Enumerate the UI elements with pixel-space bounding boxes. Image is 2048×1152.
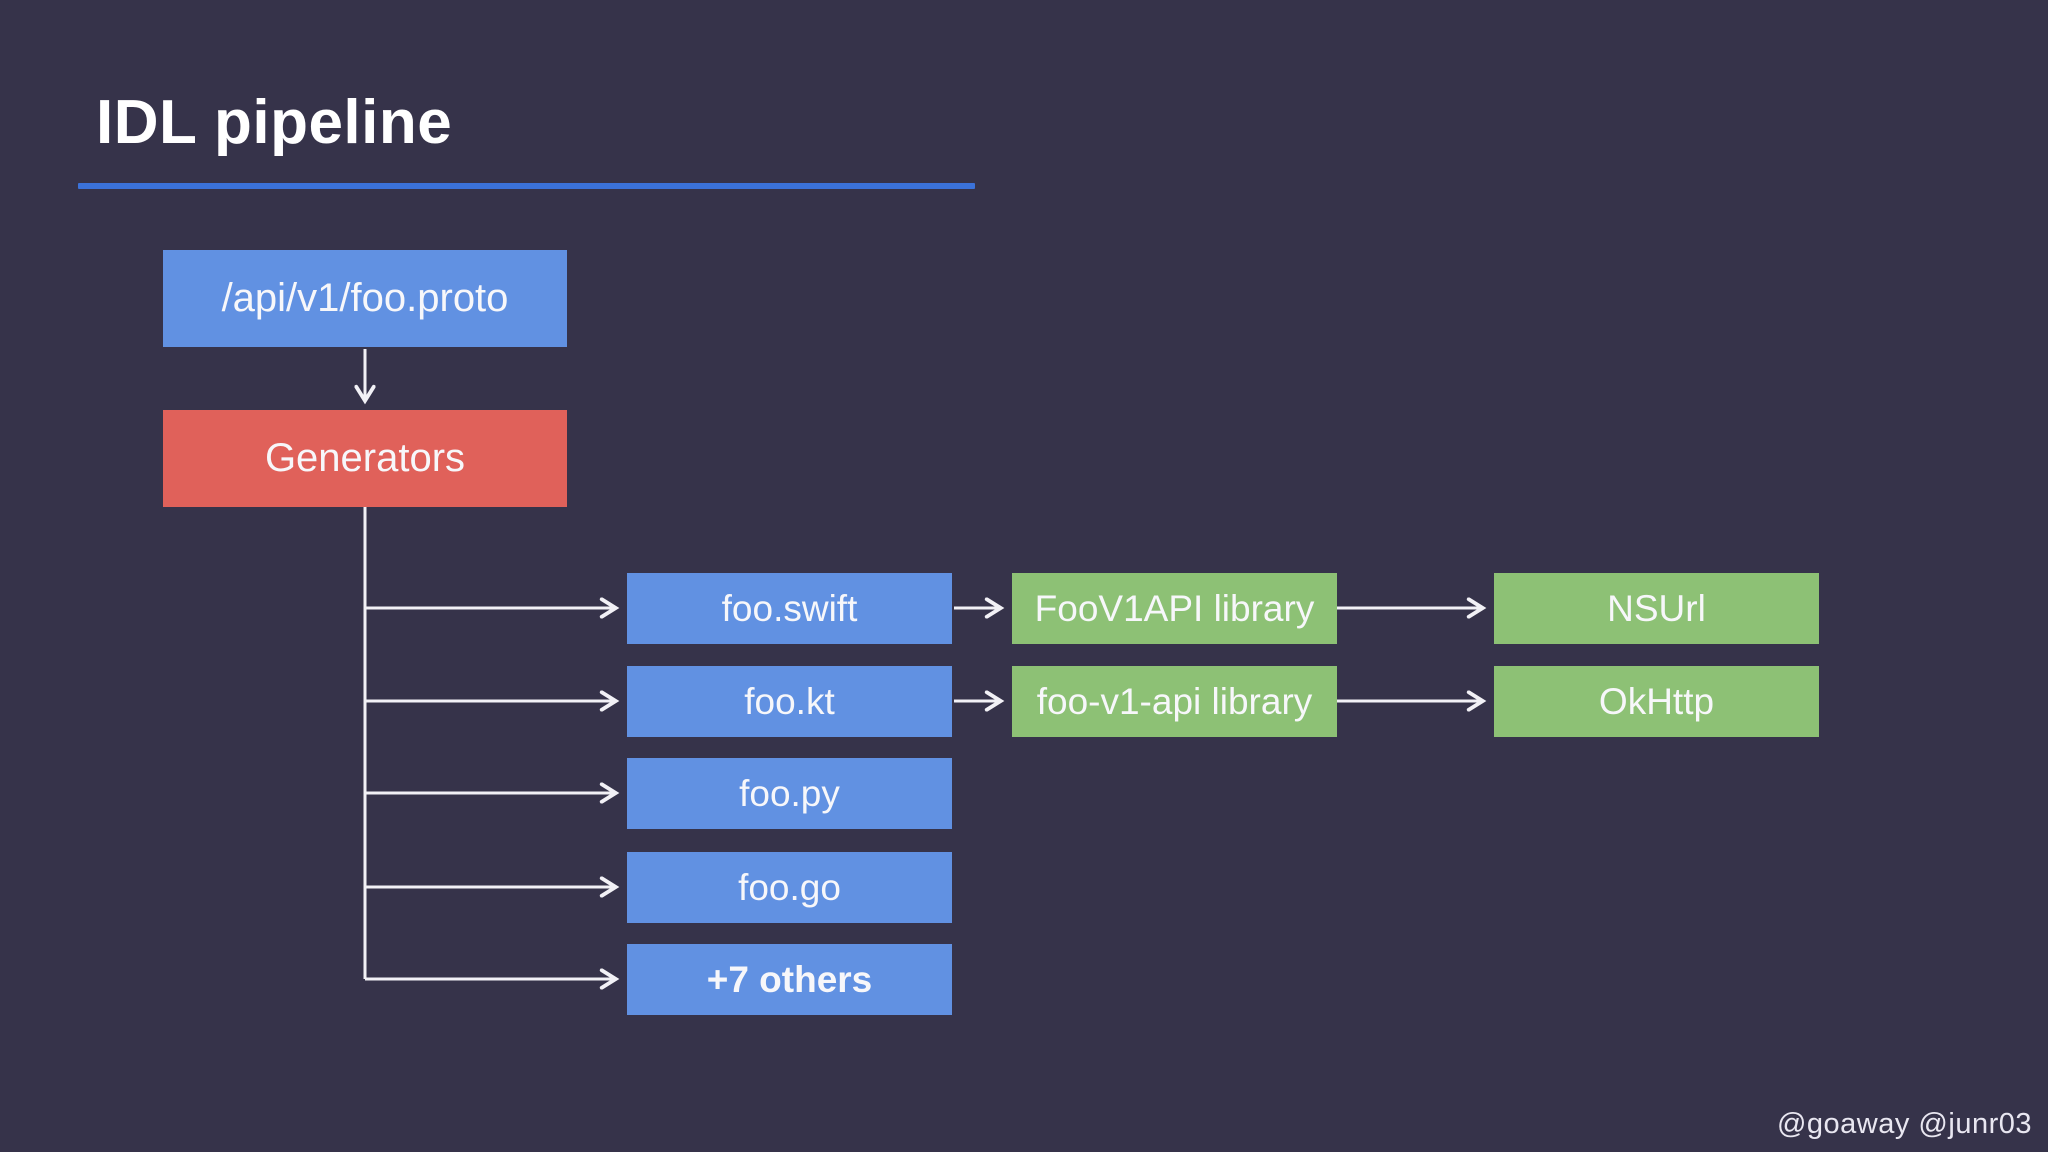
node-foov1api-library-label: FooV1API library bbox=[1034, 587, 1315, 629]
node-nsurl-label: NSUrl bbox=[1607, 587, 1706, 629]
node-foo-py-label: foo.py bbox=[739, 772, 840, 814]
author-handles: @goaway @junr03 bbox=[1776, 1108, 2032, 1140]
node-foo-swift-label: foo.swift bbox=[721, 587, 858, 629]
node-generators-label: Generators bbox=[264, 436, 466, 480]
node-generators: Generators bbox=[163, 410, 567, 507]
title-underline bbox=[78, 183, 975, 189]
node-foo-go: foo.go bbox=[627, 852, 952, 923]
node-okhttp: OkHttp bbox=[1494, 666, 1819, 737]
node-okhttp-label: OkHttp bbox=[1598, 680, 1715, 722]
node-proto-file-label: /api/v1/foo.proto bbox=[221, 276, 509, 320]
node-proto-file: /api/v1/foo.proto bbox=[163, 250, 567, 347]
node-foo-swift: foo.swift bbox=[627, 573, 952, 644]
page-title: IDL pipeline bbox=[96, 88, 453, 157]
node-nsurl: NSUrl bbox=[1494, 573, 1819, 644]
node-foo-v1-api-library: foo-v1-api library bbox=[1012, 666, 1337, 737]
node-other-outputs: +7 others bbox=[627, 944, 952, 1015]
node-foo-v1-api-library-label: foo-v1-api library bbox=[1036, 680, 1313, 722]
node-other-outputs-label: +7 others bbox=[706, 958, 873, 1000]
node-foo-kt: foo.kt bbox=[627, 666, 952, 737]
node-foov1api-library: FooV1API library bbox=[1012, 573, 1337, 644]
node-foo-kt-label: foo.kt bbox=[744, 680, 835, 722]
node-foo-go-label: foo.go bbox=[738, 866, 841, 908]
node-foo-py: foo.py bbox=[627, 758, 952, 829]
